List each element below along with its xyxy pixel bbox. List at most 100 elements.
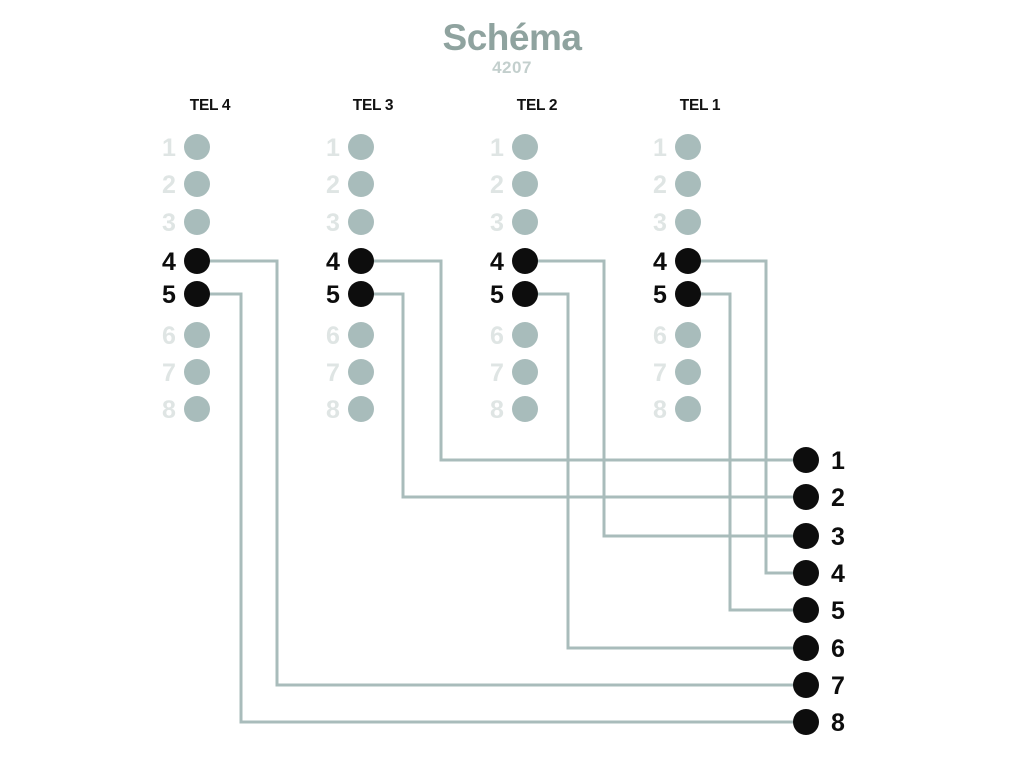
pin-label-tel2-2: 2: [490, 171, 504, 199]
pin-label-tel4-3: 3: [162, 209, 176, 237]
pin-dot-tel2-2[interactable]: [512, 171, 538, 197]
pin-label-tel3-4: 4: [326, 248, 340, 276]
pin-dot-tel3-7[interactable]: [348, 359, 374, 385]
terminal-label-8: 8: [831, 709, 845, 737]
pin-dot-tel4-3[interactable]: [184, 209, 210, 235]
pin-label-tel4-5: 5: [162, 281, 176, 309]
pin-dot-tel4-8[interactable]: [184, 396, 210, 422]
pin-dot-tel2-3[interactable]: [512, 209, 538, 235]
pin-label-tel4-8: 8: [162, 396, 176, 424]
terminal-dot-3[interactable]: [793, 523, 819, 549]
terminal-dot-4[interactable]: [793, 560, 819, 586]
pin-dot-tel1-1[interactable]: [675, 134, 701, 160]
wire-w-tel2-4-to-term-3: [525, 259, 806, 538]
text-layer: Schéma 4207: [443, 17, 583, 77]
pin-dot-tel1-8[interactable]: [675, 396, 701, 422]
pin-dot-tel1-4[interactable]: [675, 248, 701, 274]
pin-label-tel1-7: 7: [653, 359, 667, 387]
pin-dot-tel1-2[interactable]: [675, 171, 701, 197]
connector-tel1: TEL 1 1 2 3 4 5 6 7 8: [653, 97, 721, 424]
pin-label-tel2-1: 1: [490, 134, 504, 162]
pin-dot-tel1-7[interactable]: [675, 359, 701, 385]
connector-header-tel3: TEL 3: [353, 97, 394, 114]
pin-label-tel1-5: 5: [653, 281, 667, 309]
pin-dot-tel3-2[interactable]: [348, 171, 374, 197]
pin-dot-tel4-7[interactable]: [184, 359, 210, 385]
wire-w-tel3-4-to-term-1: [361, 259, 806, 462]
pin-label-tel1-6: 6: [653, 322, 667, 350]
wire-w-tel1-4-to-term-4: [688, 259, 806, 575]
pin-dot-tel4-6[interactable]: [184, 322, 210, 348]
pin-label-tel4-6: 6: [162, 322, 176, 350]
terminal-dot-7[interactable]: [793, 672, 819, 698]
pin-dot-tel3-3[interactable]: [348, 209, 374, 235]
pin-label-tel3-8: 8: [326, 396, 340, 424]
wire-w-tel4-4-to-term-7: [197, 259, 806, 687]
pin-dot-tel1-3[interactable]: [675, 209, 701, 235]
pin-dot-tel2-1[interactable]: [512, 134, 538, 160]
pin-label-tel4-2: 2: [162, 171, 176, 199]
pin-dot-tel2-8[interactable]: [512, 396, 538, 422]
pin-label-tel2-7: 7: [490, 359, 504, 387]
pin-dot-tel4-1[interactable]: [184, 134, 210, 160]
terminal-label-7: 7: [831, 672, 845, 700]
pin-label-tel3-2: 2: [326, 171, 340, 199]
page-title: Schéma: [443, 17, 583, 58]
wire-w-tel1-5-to-term-5: [688, 292, 806, 612]
terminal-dot-8[interactable]: [793, 709, 819, 735]
pin-label-tel3-1: 1: [326, 134, 340, 162]
pin-label-tel3-3: 3: [326, 209, 340, 237]
pin-label-tel2-5: 5: [490, 281, 504, 309]
pin-dot-tel4-5[interactable]: [184, 281, 210, 307]
pin-dot-tel3-8[interactable]: [348, 396, 374, 422]
pin-label-tel2-3: 3: [490, 209, 504, 237]
wire-w-tel2-5-to-term-6: [525, 292, 806, 650]
terminal-dot-1[interactable]: [793, 447, 819, 473]
connector-tel4: TEL 4 1 2 3 4 5 6 7 8: [162, 97, 231, 424]
pin-label-tel1-3: 3: [653, 209, 667, 237]
terminal-label-2: 2: [831, 484, 845, 512]
pin-label-tel3-6: 6: [326, 322, 340, 350]
pin-dot-tel2-5[interactable]: [512, 281, 538, 307]
pin-dot-tel1-6[interactable]: [675, 322, 701, 348]
pin-label-tel1-8: 8: [653, 396, 667, 424]
terminal-dot-6[interactable]: [793, 635, 819, 661]
pin-label-tel4-1: 1: [162, 134, 176, 162]
terminal-label-1: 1: [831, 447, 845, 475]
pin-label-tel2-4: 4: [490, 248, 504, 276]
pin-dot-tel2-6[interactable]: [512, 322, 538, 348]
pin-label-tel4-4: 4: [162, 248, 176, 276]
pin-label-tel1-2: 2: [653, 171, 667, 199]
pin-dot-tel1-5[interactable]: [675, 281, 701, 307]
pin-label-tel3-5: 5: [326, 281, 340, 309]
pin-dot-tel3-4[interactable]: [348, 248, 374, 274]
connector-header-tel4: TEL 4: [190, 97, 231, 114]
pin-label-tel1-1: 1: [653, 134, 667, 162]
pin-label-tel2-8: 8: [490, 396, 504, 424]
terminal-label-3: 3: [831, 523, 845, 551]
pin-dot-tel3-6[interactable]: [348, 322, 374, 348]
pin-label-tel1-4: 4: [653, 248, 667, 276]
pin-dot-tel3-5[interactable]: [348, 281, 374, 307]
pin-label-tel2-6: 6: [490, 322, 504, 350]
pin-dot-tel3-1[interactable]: [348, 134, 374, 160]
pin-dot-tel2-7[interactable]: [512, 359, 538, 385]
pin-label-tel4-7: 7: [162, 359, 176, 387]
page-subtitle: 4207: [492, 58, 532, 77]
terminal-label-5: 5: [831, 597, 845, 625]
pin-dot-tel4-4[interactable]: [184, 248, 210, 274]
connector-header-tel1: TEL 1: [680, 97, 721, 114]
terminal-dot-5[interactable]: [793, 597, 819, 623]
pin-dot-tel2-4[interactable]: [512, 248, 538, 274]
terminal-dot-2[interactable]: [793, 484, 819, 510]
terminal-label-6: 6: [831, 635, 845, 663]
wire-layer: [197, 259, 806, 724]
pin-dot-tel4-2[interactable]: [184, 171, 210, 197]
wire-w-tel3-5-to-term-2: [361, 292, 806, 499]
